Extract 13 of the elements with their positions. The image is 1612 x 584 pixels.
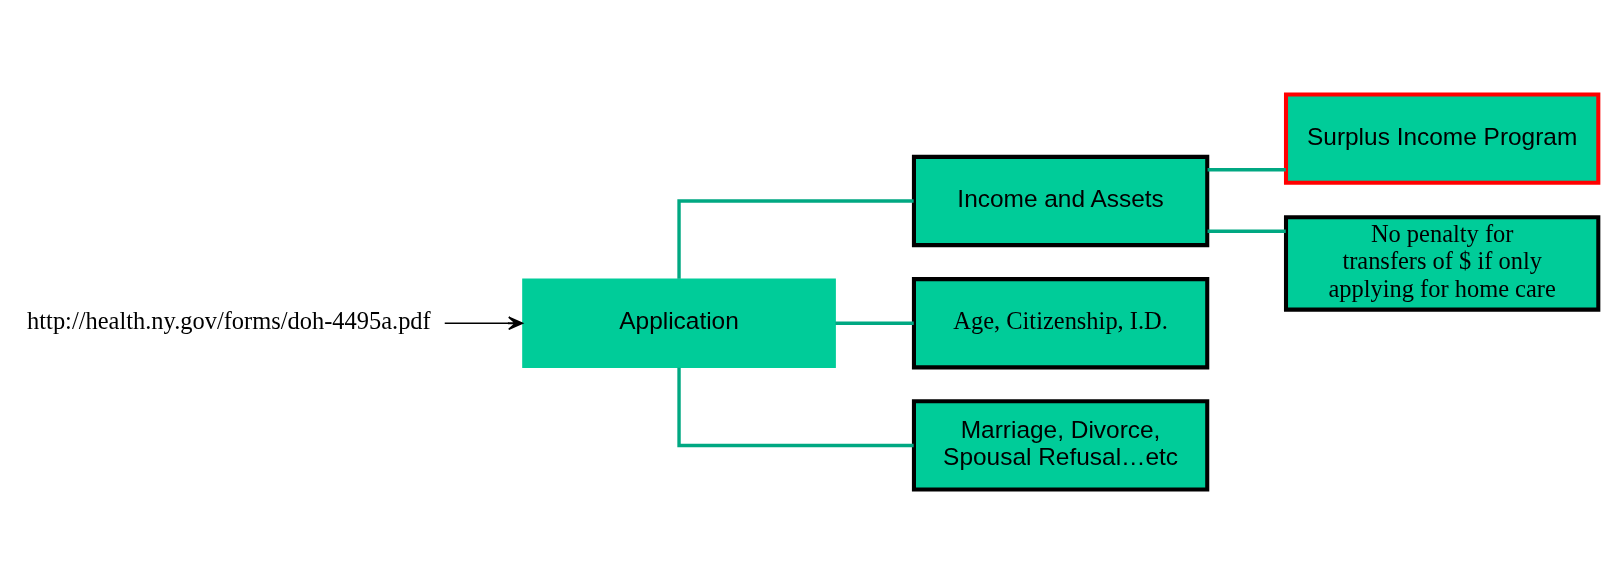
node-text: http://health.ny.gov/forms/doh-4495a.pdf [27, 307, 431, 335]
connector [1207, 229, 1286, 233]
connector [677, 367, 914, 448]
connector [1207, 168, 1286, 172]
connector [835, 321, 914, 325]
connector [677, 199, 914, 279]
node-box: Marriage, Divorce, Spousal Refusal…etc [911, 399, 1210, 492]
node-box: Application [522, 278, 836, 369]
arrow [443, 316, 524, 331]
node-box: Surplus Income Program [1283, 92, 1601, 185]
node-box: Age, Citizenship, I.D. [911, 277, 1210, 370]
node-box: No penalty for transfers of $ if only applying for home care [1283, 215, 1601, 312]
node-box: Income and Assets [911, 154, 1210, 248]
